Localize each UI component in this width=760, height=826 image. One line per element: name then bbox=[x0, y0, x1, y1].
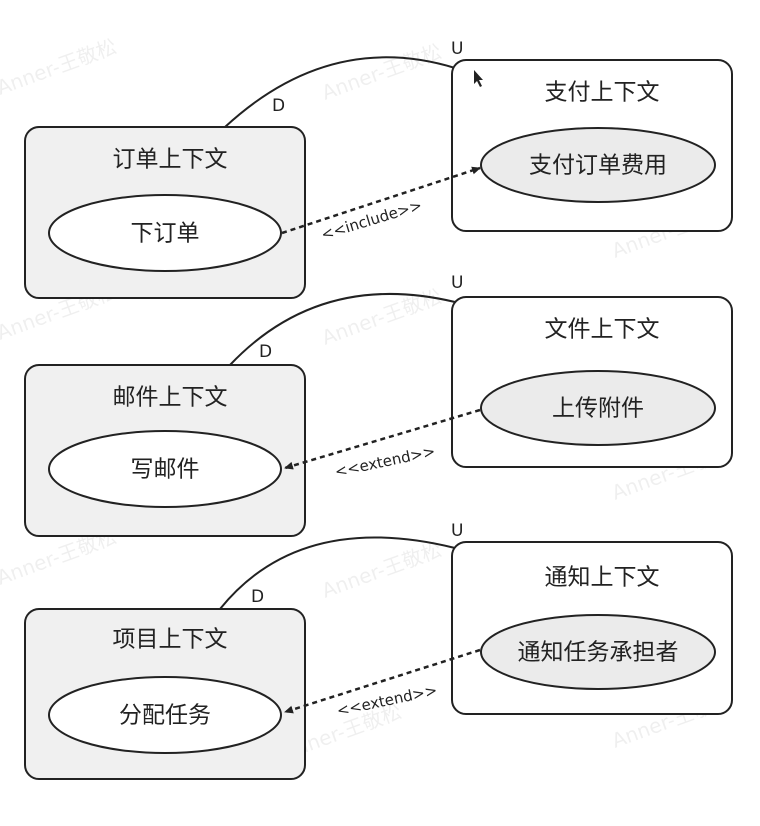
upstream-use-case-label: 上传附件 bbox=[552, 396, 644, 422]
downstream-context-title: 订单上下文 bbox=[113, 147, 228, 173]
upstream-use-case[interactable] bbox=[480, 127, 716, 203]
upstream-downstream-link bbox=[224, 56, 456, 128]
mouse-cursor-icon bbox=[474, 70, 483, 87]
upstream-context-title: 通知上下文 bbox=[545, 565, 660, 591]
include-arrow bbox=[281, 166, 481, 235]
context-group-order-payment: D U 订单上下文 下订单 支付上下文 支付订单费用 <<include>> bbox=[24, 39, 733, 299]
downstream-use-case-label: 写邮件 bbox=[131, 457, 200, 483]
watermark: Anner-王敬松 bbox=[319, 537, 445, 602]
context-group-mail-file: D U 邮件上下文 写邮件 文件上下文 上传附件 <<extend>> bbox=[24, 273, 733, 537]
downstream-label: D bbox=[272, 96, 285, 116]
downstream-use-case-label: 分配任务 bbox=[119, 703, 211, 729]
downstream-use-case[interactable] bbox=[48, 194, 282, 272]
upstream-context-title: 文件上下文 bbox=[545, 317, 660, 343]
downstream-use-case-label: 下订单 bbox=[131, 221, 200, 247]
downstream-context-title: 邮件上下文 bbox=[113, 385, 228, 411]
upstream-downstream-link bbox=[229, 292, 456, 366]
upstream-label: U bbox=[451, 521, 463, 541]
upstream-label: U bbox=[451, 39, 463, 59]
upstream-use-case[interactable] bbox=[480, 614, 716, 690]
watermark: Anner-王敬松 bbox=[319, 39, 445, 104]
downstream-label: D bbox=[259, 342, 272, 362]
watermark: Anner-王敬松 bbox=[0, 34, 120, 99]
upstream-context-title: 支付上下文 bbox=[545, 80, 660, 106]
extend-arrow bbox=[284, 408, 481, 470]
upstream-use-case-label: 通知任务承担者 bbox=[518, 640, 679, 666]
extend-arrow bbox=[284, 648, 481, 714]
downstream-label: D bbox=[251, 587, 264, 607]
upstream-use-case[interactable] bbox=[480, 370, 716, 446]
upstream-downstream-link bbox=[219, 536, 456, 610]
downstream-use-case[interactable] bbox=[48, 430, 282, 508]
downstream-context-title: 项目上下文 bbox=[113, 627, 228, 653]
downstream-use-case[interactable] bbox=[48, 676, 282, 754]
upstream-label: U bbox=[451, 273, 463, 293]
upstream-use-case-label: 支付订单费用 bbox=[529, 153, 667, 179]
